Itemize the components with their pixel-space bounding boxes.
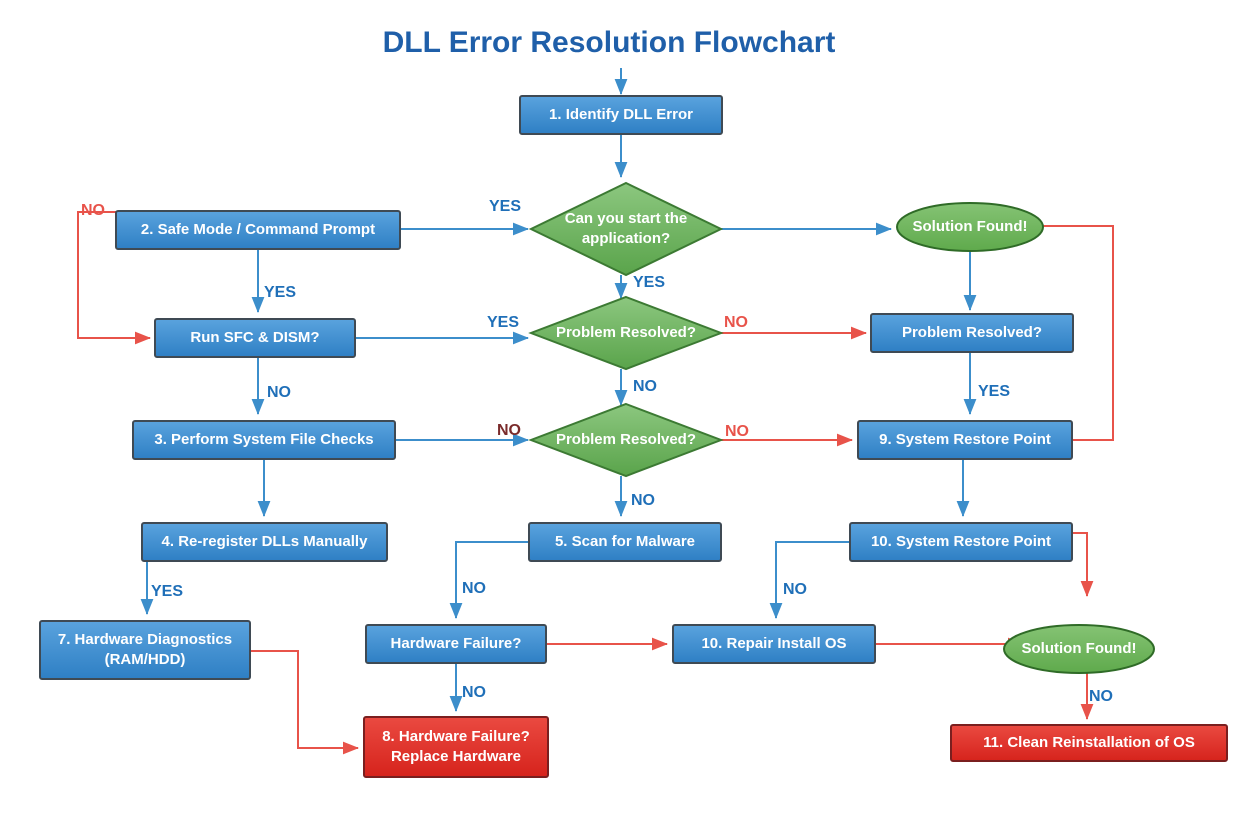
node-label: 5. Scan for Malware [555,533,695,550]
edge-label: NO [81,202,105,219]
node-label: Solution Found! [1022,640,1137,657]
terminal-shape [1003,624,1155,674]
decision-shape [528,181,724,277]
edge-label: NO [267,384,291,401]
process-shape [141,522,388,562]
decision-shape [528,295,724,371]
node-label: 3. Perform System File Checks [154,431,373,448]
edge-n5-nhf [449,541,529,619]
flow-node-d3[interactable]: Problem Resolved? [528,402,724,478]
edge-label: NO [783,581,807,598]
edge-label: NO [724,314,748,331]
edge-n10-n10b [769,541,850,619]
node-label: 2. Safe Mode / Command Prompt [141,221,375,238]
edge-label: YES [978,383,1010,400]
page-title: DLL Error Resolution Flowchart [383,26,836,59]
flow-node-n2b[interactable]: Run SFC & DISM? [154,318,356,358]
process-shape [365,624,547,664]
error-shape [363,716,549,778]
edge-label: NO [1089,688,1113,705]
edge-label: YES [151,583,183,600]
process-shape [115,210,401,250]
decision-shape [528,402,724,478]
edge-label: YES [487,314,519,331]
node-label: 7. Hardware Diagnostics [58,631,232,648]
edge-n10-t2 [1072,532,1094,597]
process-shape [154,318,356,358]
edge-label: YES [489,198,521,215]
node-label: Replace Hardware [391,748,521,765]
flow-node-n11[interactable]: 11. Clean Reinstallation of OS [950,724,1228,762]
edge-t1-n9 [1043,225,1114,441]
process-shape [857,420,1073,460]
edge-label: NO [497,422,521,439]
flow-node-n9[interactable]: 9. System Restore Point [857,420,1073,460]
node-label: Problem Resolved? [902,324,1042,341]
flow-node-n3[interactable]: 3. Perform System File Checks [132,420,396,460]
node-label: 10. Repair Install OS [701,635,846,652]
node-label: 8. Hardware Failure? [382,728,530,745]
process-shape [39,620,251,680]
flow-node-n4[interactable]: 4. Re-register DLLs Manually [141,522,388,562]
flow-node-n6[interactable]: Problem Resolved? [870,313,1074,353]
node-label: 10. System Restore Point [871,533,1051,550]
flow-node-n1[interactable]: 1. Identify DLL Error [519,95,723,135]
edge-n2-n2b-no [77,211,151,345]
node-label: Problem Resolved? [556,324,696,341]
node-label: Solution Found! [913,218,1028,235]
flow-node-nhf[interactable]: Hardware Failure? [365,624,547,664]
flow-node-n7[interactable]: 7. Hardware Diagnostics (RAM/HDD) [39,620,251,680]
nodes-layer: 1. Identify DLL Error 2. Safe Mode / Comm… [39,95,1228,778]
node-label: Can you start the [565,210,688,227]
edge-label: NO [633,378,657,395]
error-shape [950,724,1228,762]
flow-node-d1[interactable]: Can you start the application? [528,181,724,277]
node-label: 1. Identify DLL Error [549,106,693,123]
process-shape [519,95,723,135]
edge-label: YES [633,274,665,291]
flow-node-n10b[interactable]: 10. Repair Install OS [672,624,876,664]
node-label: application? [582,230,670,247]
process-shape [528,522,722,562]
edge-label: YES [264,284,296,301]
process-shape [672,624,876,664]
edges-layer [77,68,1114,755]
flow-node-n10[interactable]: 10. System Restore Point [849,522,1073,562]
edge-label: NO [725,423,749,440]
node-label: 9. System Restore Point [879,431,1051,448]
flow-node-t2[interactable]: Solution Found! [1003,624,1155,674]
node-label: 11. Clean Reinstallation of OS [983,734,1195,751]
node-label: Problem Resolved? [556,431,696,448]
edge-label: NO [631,492,655,509]
flow-node-t1[interactable]: Solution Found! [896,202,1044,252]
node-label: (RAM/HDD) [105,651,186,668]
process-shape [870,313,1074,353]
flow-node-n5[interactable]: 5. Scan for Malware [528,522,722,562]
edge-label: NO [462,580,486,597]
node-label: Hardware Failure? [391,635,522,652]
flow-node-d2[interactable]: Problem Resolved? [528,295,724,371]
edge-label: NO [462,684,486,701]
process-shape [849,522,1073,562]
edge-n7-n8 [250,650,359,755]
node-label: Run SFC & DISM? [190,329,319,346]
terminal-shape [896,202,1044,252]
node-label: 4. Re-register DLLs Manually [162,533,369,550]
flow-node-n2[interactable]: 2. Safe Mode / Command Prompt [115,210,401,250]
process-shape [132,420,396,460]
edge-labels-layer: NO YES YES YES YES NO NO NO NO NO YES NO YES NO NO NO NO [81,198,1113,705]
flow-node-n8[interactable]: 8. Hardware Failure? Replace Hardware [363,716,549,778]
